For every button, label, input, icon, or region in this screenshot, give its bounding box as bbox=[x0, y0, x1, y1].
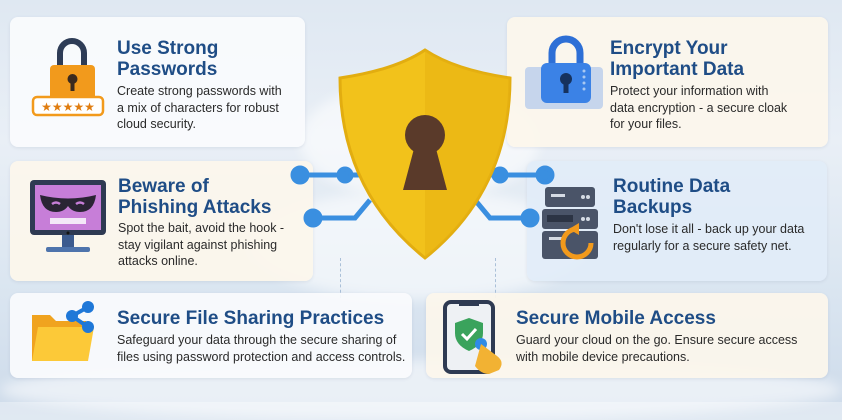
mobile-shield-icon bbox=[443, 300, 502, 374]
encrypted-lock-icon bbox=[525, 35, 603, 109]
tip-description: Spot the bait, avoid the hook -stay vigi… bbox=[118, 221, 285, 268]
svg-text:★★★★★: ★★★★★ bbox=[41, 100, 95, 114]
tip-title: Secure Mobile Access bbox=[516, 308, 716, 329]
padlock-password-icon: ★★★★★ bbox=[31, 38, 105, 117]
server-backup-icon bbox=[542, 187, 598, 260]
shared-folder-icon bbox=[32, 301, 94, 361]
connector-line bbox=[340, 258, 341, 298]
shield-keyhole-icon bbox=[290, 48, 555, 260]
phishing-monitor-icon bbox=[30, 180, 106, 252]
tip-description: Safeguard your data through the secure s… bbox=[117, 333, 406, 364]
tip-description: Guard your cloud on the go. Ensure secur… bbox=[516, 333, 798, 364]
tip-card-mobile: Secure Mobile Access Guard your cloud on… bbox=[426, 293, 828, 378]
tip-card-file-sharing: Secure File Sharing Practices Safeguard … bbox=[10, 293, 412, 378]
tip-title: Secure File Sharing Practices bbox=[117, 308, 385, 329]
connector-line bbox=[495, 258, 496, 298]
